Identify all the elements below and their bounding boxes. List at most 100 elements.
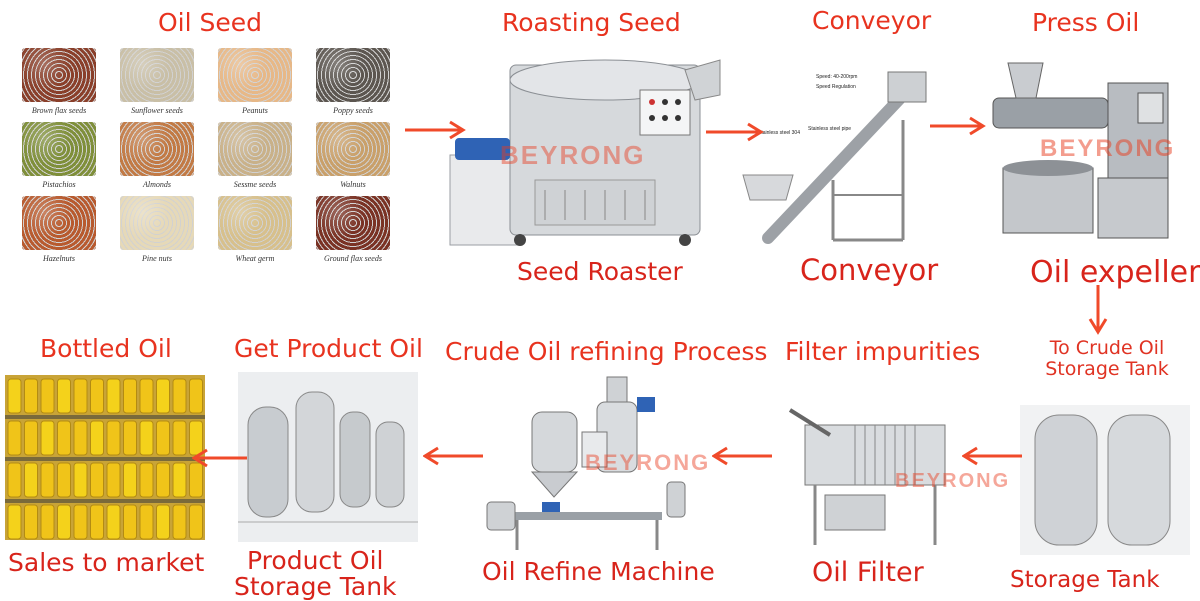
caption-seed-roaster: Seed Roaster (517, 257, 683, 286)
seed-swatch (22, 122, 96, 176)
stage-filter-impurities: Filter impurities (785, 337, 981, 366)
stage-crude-refining: Crude Oil refining Process (445, 337, 768, 366)
stage-get-product-oil: Get Product Oil (234, 334, 423, 363)
caption-storage-tank: Storage Tank (1010, 567, 1160, 593)
oil-bottle (156, 378, 170, 414)
oil-bottle (123, 378, 137, 414)
oil-bottle (7, 420, 22, 456)
seed-label: Sunflower seeds (131, 106, 183, 115)
svg-text:Speed Regulation: Speed Regulation (816, 84, 856, 90)
caption-conveyor: Conveyor (800, 253, 939, 287)
caption-sales-to-market: Sales to market (8, 548, 205, 577)
arrow-roaster-to-conveyor (706, 122, 764, 142)
seed-roaster-image (449, 59, 721, 246)
oil-refine-machine-image (486, 376, 686, 550)
oil-bottle (57, 462, 71, 498)
watermark-filter: BEYRONG (895, 470, 1011, 492)
oil-bottle (57, 504, 71, 540)
svg-text:Stainless steel pipe: Stainless steel pipe (808, 126, 851, 132)
arrow-expeller-down (1088, 285, 1108, 335)
caption-product-oil-tank: Product Oil Storage Tank (234, 546, 397, 601)
oil-filter-image (788, 408, 946, 545)
oil-bottle (172, 378, 187, 414)
oil-bottle (40, 504, 55, 540)
conveyor-image: Stainless steel 304 Stainless steel pipe… (742, 71, 927, 244)
oil-bottle (7, 504, 22, 540)
seed-swatch (120, 196, 194, 250)
seed-swatch (316, 122, 390, 176)
seed-swatch (22, 48, 96, 102)
seed-label: Brown flax seeds (31, 106, 87, 115)
oil-bottle (189, 504, 203, 540)
oil-bottle (189, 462, 203, 498)
oil-bottle (57, 378, 71, 414)
arrow-conveyor-to-press (930, 116, 986, 136)
seed-label: Almonds (143, 180, 171, 189)
stage-press-oil: Press Oil (1032, 8, 1140, 37)
oil-bottle (139, 462, 154, 498)
stage-bottled-oil: Bottled Oil (40, 334, 172, 363)
oil-bottle (73, 504, 88, 540)
oil-bottle (40, 420, 55, 456)
oil-bottle (40, 378, 55, 414)
seed-label: Pine nuts (142, 254, 172, 263)
oil-bottle (73, 420, 88, 456)
seed-swatch (120, 48, 194, 102)
oil-bottle (139, 504, 154, 540)
oil-bottle (139, 420, 154, 456)
seed-swatch (218, 196, 292, 250)
oil-bottle (189, 420, 203, 456)
arrow-to-bottled (192, 448, 247, 468)
oil-bottle (123, 462, 137, 498)
seed-label: Pistachios (42, 180, 76, 189)
seed-swatch (316, 196, 390, 250)
seed-label: Ground flax seeds (324, 254, 382, 263)
oil-bottle (24, 462, 38, 498)
svg-text:Speed: 40-200rpm: Speed: 40-200rpm (816, 74, 857, 80)
arrow-seed-to-roaster (405, 120, 466, 140)
seed-swatch (316, 48, 390, 102)
seed-label: Peanuts (242, 106, 268, 115)
oil-bottle (123, 420, 137, 456)
stage-conveyor: Conveyor (812, 6, 932, 35)
caption-oil-filter: Oil Filter (812, 557, 924, 588)
seed-swatch (218, 48, 292, 102)
stage-roasting-seed: Roasting Seed (502, 8, 681, 37)
oil-bottle (24, 504, 38, 540)
svg-text:Stainless steel 304: Stainless steel 304 (758, 130, 800, 136)
oil-bottle (106, 420, 121, 456)
caption-oil-refine-machine: Oil Refine Machine (482, 557, 715, 586)
oil-bottle (7, 462, 22, 498)
oil-bottle (57, 420, 71, 456)
oil-bottle (90, 504, 104, 540)
oil-bottle (106, 462, 121, 498)
oil-bottle (40, 462, 55, 498)
seed-label: Wheat germ (235, 254, 275, 263)
oil-bottle (189, 378, 203, 414)
oil-bottle (90, 462, 104, 498)
storage-tank-image (1020, 405, 1190, 555)
stage-oil-seed: Oil Seed (158, 8, 263, 37)
oil-bottle (24, 420, 38, 456)
arrow-to-product-tank (423, 446, 483, 466)
seed-swatch (120, 122, 194, 176)
oil-bottle (106, 504, 121, 540)
oil-bottle (123, 504, 137, 540)
oil-bottle (156, 420, 170, 456)
oil-bottle (7, 378, 22, 414)
oil-bottle (73, 462, 88, 498)
bottled-oil-image (5, 375, 205, 540)
caption-oil-expeller: Oil expeller (1030, 255, 1200, 290)
seed-swatch (22, 196, 96, 250)
arrow-to-filter (962, 446, 1022, 466)
product-oil-tanks-image (238, 372, 418, 542)
watermark-roaster: BEYRONG (500, 140, 646, 170)
oil-expeller-image (992, 62, 1169, 239)
oil-bottle (90, 420, 104, 456)
oil-bottle (172, 420, 187, 456)
oil-bottle (73, 378, 88, 414)
oil-bottle (90, 378, 104, 414)
arrow-to-refine (712, 446, 772, 466)
